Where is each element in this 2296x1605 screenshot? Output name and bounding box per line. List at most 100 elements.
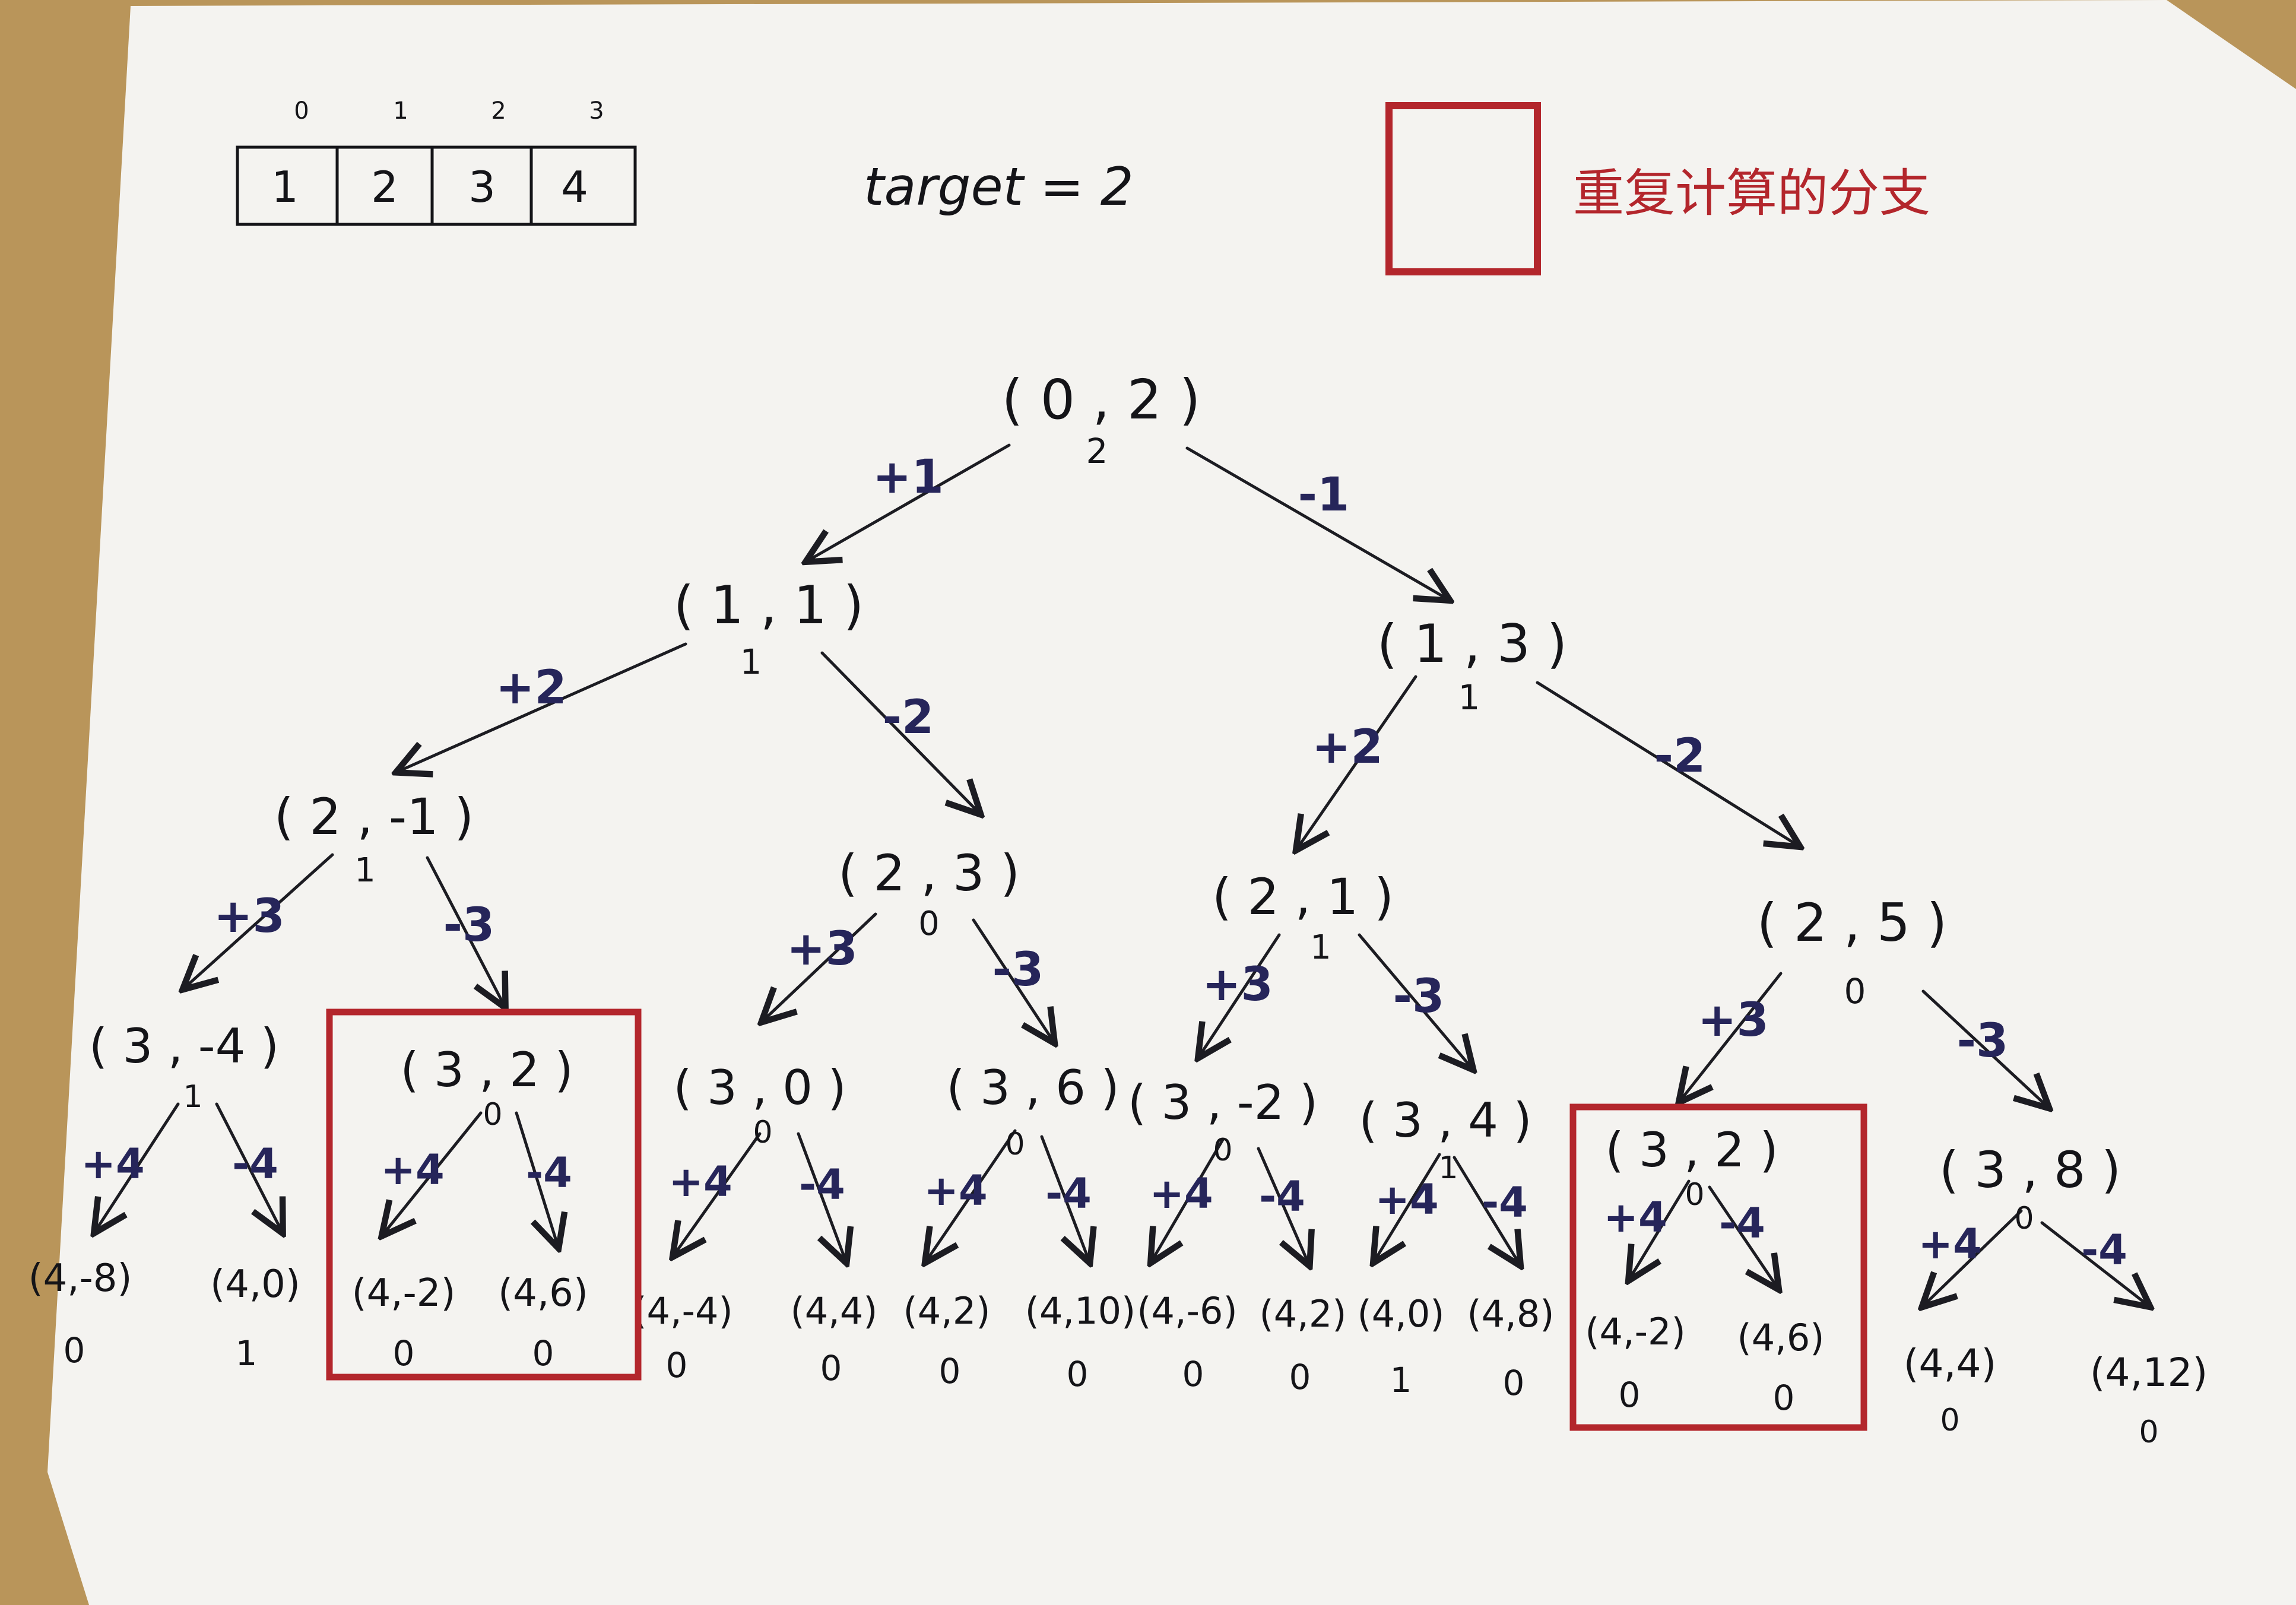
node-l3b-count: 0 (483, 1097, 502, 1133)
leaf-1-label: (4,-8) (28, 1257, 132, 1301)
node-l2c-count: 1 (1310, 928, 1331, 967)
op-minus4: -4 (799, 1160, 845, 1209)
node-l1a-label: ( 1 , 1 ) (674, 575, 864, 636)
leaf-7-label: (4,2) (903, 1289, 991, 1333)
leaf-4-label: (4,6) (498, 1271, 588, 1315)
op-minus4: -4 (2081, 1226, 2127, 1274)
node-l3h-label: ( 3 , 8 ) (1939, 1141, 2121, 1199)
op-minus4: -4 (1259, 1172, 1305, 1221)
op-minus3: -3 (1393, 970, 1445, 1023)
node-l3b-label: ( 3 , 2 ) (400, 1042, 573, 1098)
node-l2c-label: ( 2 , 1 ) (1212, 868, 1394, 926)
op-plus4: +4 (1918, 1220, 1981, 1268)
array-index-1: 1 (393, 97, 408, 125)
leaf-6-label: (4,4) (791, 1289, 878, 1333)
leaf-16-count: 0 (2139, 1414, 2158, 1450)
node-l1b-count: 1 (1458, 677, 1480, 718)
node-l3a-count: 1 (183, 1079, 202, 1115)
node-l1b-label: ( 1 , 3 ) (1377, 613, 1568, 674)
op-plus4: +4 (1375, 1175, 1438, 1224)
leaf-8-count: 0 (1067, 1354, 1089, 1394)
op-plus1: +1 (873, 451, 944, 504)
leaf-3-count: 0 (393, 1333, 415, 1374)
leaf-2-label: (4,0) (210, 1263, 300, 1306)
node-l3f-label: ( 3 , 4 ) (1359, 1093, 1531, 1148)
node-l2d-label: ( 2 , 5 ) (1757, 892, 1948, 953)
leaf-11-label: (4,0) (1358, 1292, 1445, 1336)
leaf-1-count: 0 (64, 1330, 85, 1371)
op-minus1: -1 (1298, 468, 1350, 522)
node-l3e-label: ( 3 , -2 ) (1128, 1075, 1318, 1130)
leaf-15-label: (4,4) (1904, 1341, 1996, 1387)
op-plus4: +4 (924, 1166, 987, 1215)
leaf-6-count: 0 (820, 1348, 842, 1388)
node-l3d-label: ( 3 , 6 ) (946, 1060, 1119, 1115)
operation-labels: +1 -1 +2 -2 +2 -2 +3 -3 +3 -3 +3 -3 +3 -… (81, 451, 2127, 1274)
leaf-9-label: (4,-6) (1137, 1289, 1237, 1333)
target-label: target = 2 (864, 156, 1134, 217)
node-l3c-count: 0 (753, 1115, 772, 1150)
op-plus4: +4 (1603, 1193, 1667, 1242)
node-l3f-count: 1 (1438, 1150, 1458, 1186)
paper-sheet (47, 0, 2296, 1605)
array-value-0: 1 (271, 162, 299, 212)
leaf-11-count: 1 (1390, 1360, 1412, 1400)
tree-nodes: ( 0 , 2 ) 2 ( 1 , 1 ) 1 ( 1 , 3 ) 1 ( 2 … (28, 368, 2208, 1450)
leaf-4-count: 0 (532, 1333, 554, 1374)
array-index-2: 2 (491, 97, 506, 125)
array-index-0: 0 (294, 97, 309, 125)
array-value-3: 4 (561, 162, 588, 212)
leaf-13-label: (4,-2) (1585, 1310, 1685, 1353)
op-plus4: +4 (81, 1140, 144, 1188)
node-l2b-count: 0 (918, 905, 940, 943)
op-minus2: -2 (1654, 729, 1706, 783)
node-l3c-label: ( 3 , 0 ) (673, 1060, 846, 1115)
leaf-3-label: (4,-2) (352, 1271, 456, 1315)
node-l2a-label: ( 2 , -1 ) (274, 788, 474, 846)
op-plus4: +4 (1149, 1169, 1213, 1218)
leaf-14-label: (4,6) (1737, 1316, 1825, 1359)
leaf-15-count: 0 (1940, 1403, 1959, 1438)
op-plus3: +3 (787, 922, 858, 976)
node-root-label: ( 0 , 2 ) (1001, 368, 1200, 432)
leaf-7-count: 0 (939, 1351, 961, 1391)
node-root-count: 2 (1086, 431, 1108, 471)
leaf-9-count: 0 (1182, 1354, 1204, 1394)
node-l3d-count: 0 (1005, 1127, 1025, 1162)
node-l3g-count: 0 (1685, 1177, 1704, 1213)
op-plus2: +2 (496, 661, 567, 715)
op-plus4: +4 (380, 1146, 444, 1194)
op-minus4: -4 (1482, 1178, 1528, 1227)
node-l3h-count: 0 (2014, 1201, 2034, 1236)
op-minus3: -3 (992, 943, 1044, 997)
legend-text: 重复计算的分支 (1573, 164, 1930, 223)
op-plus3: +3 (1202, 958, 1273, 1011)
op-minus4: -4 (526, 1149, 572, 1197)
op-minus4: -4 (1045, 1169, 1092, 1218)
op-minus2: -2 (883, 691, 934, 744)
array-index-3: 3 (589, 97, 604, 125)
leaf-16-label: (4,12) (2090, 1350, 2208, 1395)
op-minus4: -4 (1719, 1199, 1765, 1248)
duplicate-branch-box-2 (1569, 1103, 1867, 1431)
op-plus2: +2 (1312, 721, 1383, 774)
leaf-2-count: 1 (236, 1333, 258, 1374)
node-l3a-label: ( 3 , -4 ) (89, 1019, 279, 1074)
duplicate-branch-box-1 (326, 1008, 642, 1381)
leaf-12-label: (4,8) (1467, 1292, 1555, 1336)
leaf-10-label: (4,2) (1260, 1292, 1347, 1336)
leaf-12-count: 0 (1503, 1363, 1525, 1403)
legend: 重复计算的分支 (1385, 102, 1930, 275)
leaf-5-count: 0 (666, 1345, 688, 1385)
node-l2d-count: 0 (1844, 971, 1866, 1011)
leaf-13-count: 0 (1619, 1375, 1641, 1415)
leaf-10-count: 0 (1289, 1357, 1311, 1397)
op-minus3: -3 (443, 899, 495, 952)
array-value-2: 3 (468, 162, 496, 212)
op-plus3: +3 (1698, 994, 1769, 1047)
tree-edges (95, 443, 2149, 1306)
node-l3g-label: ( 3 , 2 ) (1605, 1122, 1778, 1178)
node-l3e-count: 0 (1213, 1133, 1232, 1168)
